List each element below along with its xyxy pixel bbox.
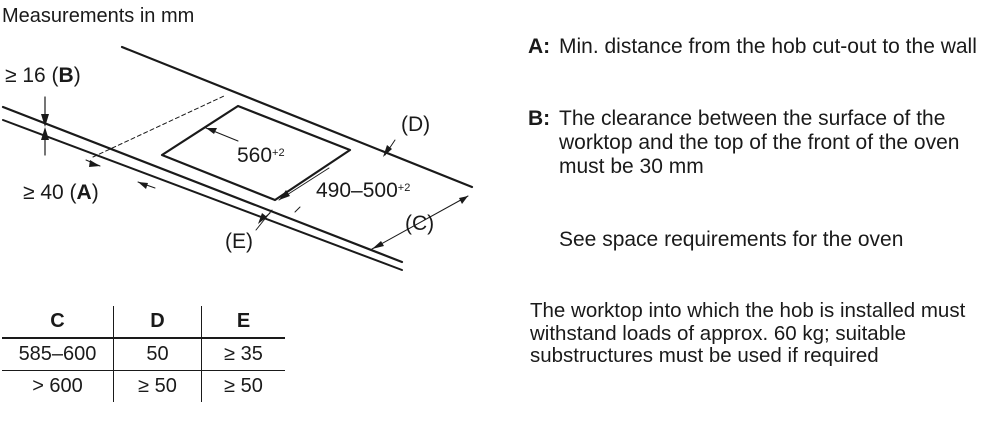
worktop-back-edge <box>120 45 474 189</box>
table-cell: 50 <box>113 338 202 371</box>
cutout-depth-label: 490–500+2 <box>316 179 411 202</box>
legend-text-b: The clearance between the surface of the… <box>559 107 960 178</box>
legend-text-a: Min. distance from the hob cut-out to th… <box>559 35 977 58</box>
table-cell: > 600 <box>32 375 83 397</box>
worktop-load-note: The worktop into which the hob is instal… <box>530 299 966 367</box>
hob-cutout-diagram <box>1 45 474 271</box>
dimension-c-label: (C) <box>405 212 435 235</box>
caption: Measurements in mm <box>2 5 195 27</box>
distance-a-label: ≥ 40 (A) <box>23 181 99 204</box>
table-cell: ≥ 50 <box>201 370 285 402</box>
clearance-b-label: ≥ 16 (B) <box>5 64 81 87</box>
cutout-width-label: 560+2 <box>237 144 285 167</box>
table-cell: ≥ 50 <box>113 370 202 402</box>
wall-hidden-line <box>92 95 225 158</box>
table-header-e: E <box>201 306 285 339</box>
worktop-front-edge-top <box>1 105 404 264</box>
clearance-table: C D E 585–600 50 ≥ 35 > 600 ≥ 50 ≥ 50 <box>2 306 285 402</box>
table-header-row: C D E <box>2 306 285 339</box>
table-row: > 600 ≥ 50 ≥ 50 <box>2 370 285 402</box>
table-header-c: C <box>2 306 114 339</box>
legend-key-b: B: <box>528 107 551 130</box>
worktop-front-edge-bottom <box>2 119 403 271</box>
dimension-e-label: (E) <box>225 230 253 253</box>
dimension-d-label: (D) <box>401 113 431 136</box>
depth-c-dim-line <box>371 195 469 250</box>
table-header-d: D <box>113 306 202 339</box>
table-row: 585–600 50 ≥ 35 <box>2 338 285 371</box>
oven-requirements-note: See space requirements for the oven <box>559 228 904 251</box>
legend-key-a: A: <box>528 35 551 58</box>
table-cell: ≥ 35 <box>201 338 285 371</box>
table-cell: 585–600 <box>2 338 114 371</box>
